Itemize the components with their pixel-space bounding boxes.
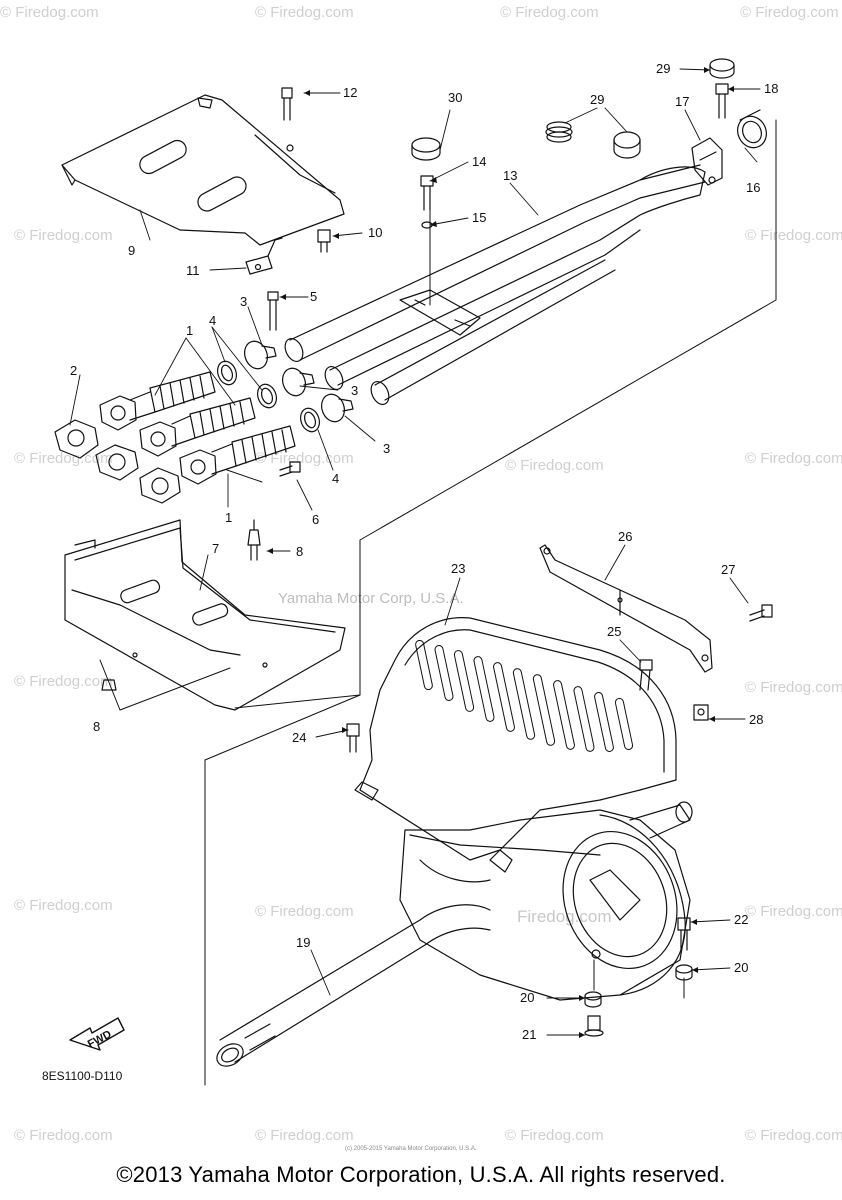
rings-4: [216, 360, 321, 433]
callout-20: 20: [734, 960, 748, 975]
callout-7: 7: [212, 541, 219, 556]
callout-2: 2: [70, 363, 77, 378]
bolt-27: [749, 604, 773, 622]
callout-27: 27: [721, 562, 735, 577]
svg-text:© Firedog.com: © Firedog.com: [505, 457, 604, 474]
callout-13: 13: [503, 168, 517, 183]
svg-text:© Firedog.com: © Firedog.com: [745, 450, 842, 467]
washer-20: [584, 964, 693, 1008]
svg-text:© Firedog.com: © Firedog.com: [745, 227, 842, 244]
clamps-3: [244, 340, 354, 423]
svg-text:© Firedog.com: © Firedog.com: [0, 4, 99, 21]
svg-text:© Firedog.com: © Firedog.com: [255, 450, 354, 467]
callout-3: 3: [240, 294, 247, 309]
bolt-14: [420, 175, 434, 211]
svg-text:© Firedog.com: © Firedog.com: [255, 4, 354, 21]
bolt-6: [279, 461, 301, 477]
svg-text:© Firedog.com: © Firedog.com: [14, 897, 113, 914]
callout-8: 8: [296, 544, 303, 559]
callout-4: 4: [209, 313, 216, 328]
leader-arrows: [267, 67, 734, 1038]
spring-29: [545, 121, 573, 143]
callout-26: 26: [618, 529, 632, 544]
svg-text:© Firedog.com: © Firedog.com: [505, 1127, 604, 1144]
diagram-code: 8ES1100-D110: [42, 1069, 123, 1083]
callout-25: 25: [607, 624, 621, 639]
callout-16: 16: [746, 180, 760, 195]
callout-numbers: 1 1 2 3 3 3 4 4 5 6 7 8 8 9 10 11 12 13 …: [70, 61, 778, 1042]
stay-26: [539, 544, 713, 673]
svg-text:© Firedog.com: © Firedog.com: [14, 450, 113, 467]
svg-text:© Firedog.com: © Firedog.com: [500, 4, 599, 21]
callout-22: 22: [734, 912, 748, 927]
svg-text:© Firedog.com: © Firedog.com: [255, 903, 354, 920]
bolt-10: [317, 229, 331, 253]
gaskets-2: [54, 419, 181, 504]
callout-1: 1: [225, 510, 232, 525]
callout-18: 18: [764, 81, 778, 96]
svg-text:© Firedog.com: © Firedog.com: [745, 903, 842, 920]
svg-text:© Firedog.com: © Firedog.com: [14, 673, 113, 690]
protector-7: [64, 519, 346, 711]
callout-3: 3: [383, 441, 390, 456]
boundary-lines: [99, 119, 777, 1086]
svg-text:© Firedog.com: © Firedog.com: [740, 4, 839, 21]
bolt-24: [346, 723, 360, 753]
rivet-8: [101, 519, 261, 691]
nut-28: [693, 704, 709, 721]
callout-1: 1: [186, 323, 193, 338]
svg-text:© Firedog.com: © Firedog.com: [745, 1127, 842, 1144]
callout-11: 11: [186, 263, 200, 278]
callout-15: 15: [472, 210, 486, 225]
tail-pipe-19: [216, 904, 491, 1067]
callout-21: 21: [522, 1027, 536, 1042]
watermark-grid: © Firedog.com © Firedog.com © Firedog.co…: [0, 4, 842, 1144]
copyright-footer: ©2013 Yamaha Motor Corporation, U.S.A. A…: [116, 1162, 726, 1187]
callout-24: 24: [292, 730, 306, 745]
inline-watermark: Firedog.com: [517, 907, 611, 926]
fine-print: (c) 2005-2015 Yamaha Motor Corporation, …: [345, 1146, 477, 1152]
leader-lines: [69, 68, 761, 1036]
callout-3: 3: [351, 383, 358, 398]
callout-12: 12: [343, 85, 357, 100]
heat-shield-23: [354, 617, 677, 873]
exhaust-parts-diagram: © Firedog.com © Firedog.com © Firedog.co…: [0, 4, 842, 1152]
svg-text:© Firedog.com: © Firedog.com: [255, 1127, 354, 1144]
callout-29: 29: [590, 92, 604, 107]
callout-9: 9: [128, 243, 135, 258]
cap-30: [411, 137, 441, 161]
credit-watermark: Yamaha Motor Corp, U.S.A.: [278, 590, 464, 607]
svg-text:© Firedog.com: © Firedog.com: [745, 679, 842, 696]
callout-17: 17: [675, 94, 689, 109]
callout-30: 30: [448, 90, 462, 105]
callout-14: 14: [472, 154, 486, 169]
bolt-12: [281, 87, 293, 121]
callout-8: 8: [93, 719, 100, 734]
exhaust-pipe-13: [284, 164, 706, 405]
callout-5: 5: [310, 289, 317, 304]
bolt-18: [715, 83, 729, 119]
callout-19: 19: [296, 935, 310, 950]
callout-29: 29: [656, 61, 670, 76]
joint-pipes-1: [99, 371, 296, 485]
cap-29: [613, 58, 735, 159]
svg-text:© Firedog.com: © Firedog.com: [14, 227, 113, 244]
callout-4: 4: [332, 471, 339, 486]
protector-9: [61, 94, 345, 246]
fwd-arrow: FWD: [69, 1017, 125, 1051]
callout-20: 20: [520, 990, 534, 1005]
svg-text:© Firedog.com: © Firedog.com: [14, 1127, 113, 1144]
callout-10: 10: [368, 225, 382, 240]
bolt-22: [677, 917, 691, 951]
callout-28: 28: [749, 712, 763, 727]
callout-23: 23: [451, 561, 465, 576]
bolt-21: [584, 1015, 604, 1037]
bolt-5: [267, 291, 279, 331]
muffler: [399, 801, 693, 1001]
damper-16: [737, 109, 767, 149]
band-17: [691, 137, 723, 186]
bracket-11: [245, 237, 283, 275]
callout-6: 6: [312, 512, 319, 527]
